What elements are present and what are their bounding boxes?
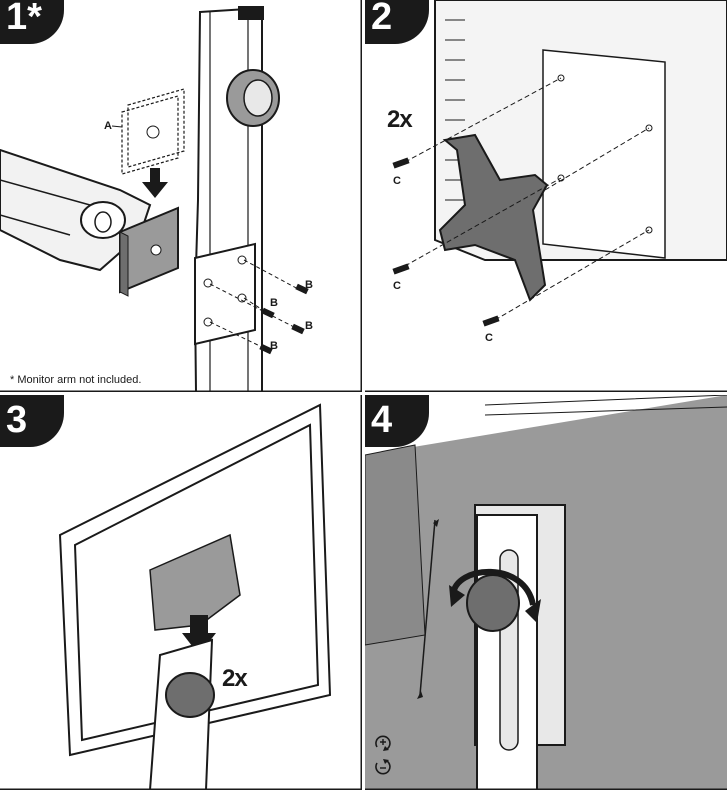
step-3-panel: 3 2x [0, 395, 362, 790]
part-a-label: A [104, 120, 112, 132]
quantity-label: 2x [387, 106, 413, 133]
part-c-label: C [485, 332, 493, 344]
quantity-label: 2x [222, 665, 248, 692]
part-b-label: B [305, 320, 313, 332]
loosen-rotation-icon [375, 759, 391, 775]
part-c-label: C [393, 175, 401, 187]
step-4-number-badge: 4 [365, 395, 429, 447]
step-4-panel: 4 [365, 395, 727, 790]
tighten-rotation-icon [375, 735, 391, 751]
step-2-panel: 2 2x C C C [365, 0, 727, 392]
step-2-illustration [365, 0, 727, 392]
part-c-label: C [393, 280, 401, 292]
step-1-panel: 1* A B B B B * Monitor arm not included. [0, 0, 362, 392]
step-3-illustration [0, 395, 362, 790]
part-b-label: B [270, 297, 278, 309]
step-4-illustration [365, 395, 727, 790]
step-1-illustration [0, 0, 362, 392]
footnote: * Monitor arm not included. [10, 374, 142, 386]
part-b-label: B [270, 340, 278, 352]
part-b-label: B [305, 279, 313, 291]
